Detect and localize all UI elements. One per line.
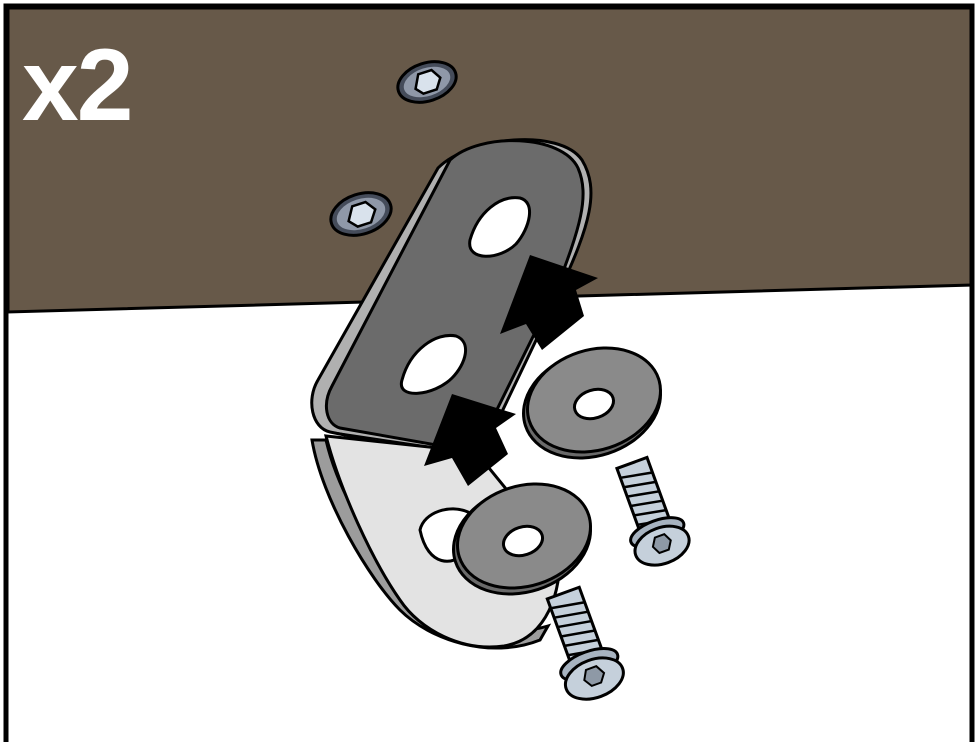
button-head-screw-icon bbox=[606, 453, 695, 572]
quantity-label: x2 bbox=[22, 34, 131, 136]
washer-icon bbox=[509, 331, 674, 475]
button-head-screw-icon bbox=[535, 583, 629, 707]
